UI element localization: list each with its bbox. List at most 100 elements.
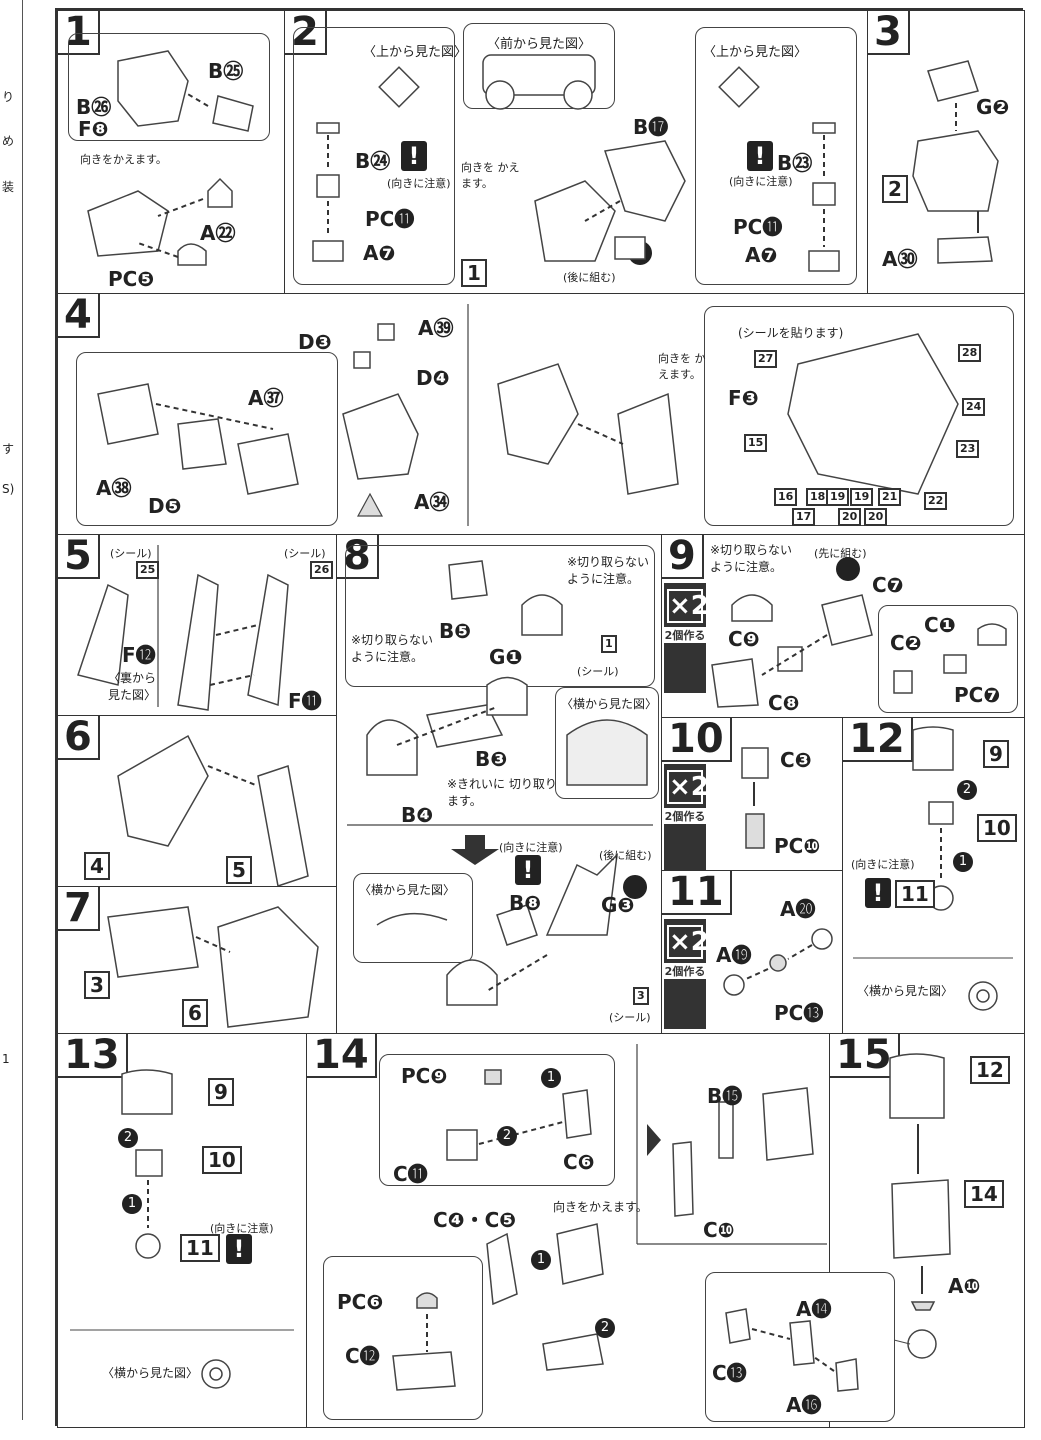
part-label: F⓫ (288, 689, 322, 713)
view-caption: 〈横から見た図〉 (561, 697, 658, 711)
part-illustration (107, 906, 319, 1028)
detail-bubble (323, 1256, 483, 1420)
step-6-panel: 6 4 5 (57, 715, 337, 887)
part-label: PC❺ (108, 267, 155, 291)
part-label: A㉒ (200, 221, 236, 245)
part-label: A㊴ (418, 316, 454, 340)
sticker-number: 26 (310, 561, 334, 579)
part-label: G❶ (489, 645, 523, 669)
part-illustration (97, 304, 959, 526)
caution-note: (向きに注意) (210, 1222, 274, 1235)
sticker-number: 19 (826, 488, 850, 506)
step-8-panel: 8 ※切り取らない ように注意。 ※切り取らない ように注意。 ※きれいに 切り… (336, 534, 662, 1034)
part-label: B㉕ (208, 59, 244, 83)
margin-text: 1 (2, 1052, 10, 1066)
multiplier-note: 2個作る (664, 963, 706, 979)
view-caption: 〈横から見た図〉 (359, 883, 456, 897)
view-caption: 〈前から見た図〉 (487, 37, 592, 52)
detail-bubble (379, 1054, 615, 1186)
caution-note: ※きれいに 切り取ります。 (447, 777, 557, 808)
part-illustration (347, 560, 653, 1006)
margin-text: め (2, 134, 15, 148)
caution-note: (向きに注意) (499, 841, 563, 854)
sticker-number: 17 (792, 508, 816, 526)
step-number: 11 (662, 871, 732, 915)
sticker-number: 16 (774, 488, 798, 506)
multiplier: ×2 (667, 925, 709, 959)
caution-icon: ! (747, 141, 773, 171)
part-label: A㉚ (882, 247, 918, 271)
part-label: B❺ (439, 619, 472, 643)
detail-bubble (68, 33, 270, 141)
step-number: 3 (868, 11, 910, 55)
part-label: A⓳ (716, 943, 752, 967)
step-number: 5 (58, 535, 100, 579)
part-label: B❽ (509, 891, 542, 915)
part-label: PC⓫ (733, 215, 783, 239)
step-1-panel: 1 B㉖ F❽ B㉕ A㉒ PC❺ 向きをかえます。 (57, 10, 285, 294)
instruction-note: 向きを かえます。 (658, 352, 706, 381)
margin-text: S) (2, 482, 15, 496)
order-1-icon: 1 (541, 1068, 561, 1088)
part-label: F❸ (728, 386, 759, 410)
sticker-number: 22 (924, 492, 948, 510)
step-ref-box: 6 (182, 999, 208, 1027)
sticker-caption: (シール) (577, 665, 619, 678)
caution-note: ※切り取らない ように注意。 (710, 543, 793, 574)
sticker-number: 19 (850, 488, 874, 506)
step-number: 14 (307, 1034, 377, 1078)
caution-note: ※切り取らない ように注意。 (351, 633, 434, 664)
step-ref-box: 11 (180, 1234, 220, 1262)
sticker-note: (シールを貼ります) (738, 326, 844, 340)
part-label: D❺ (148, 494, 182, 518)
part-label: PC❿ (774, 834, 821, 858)
order-1-icon: 1 (531, 1250, 551, 1270)
sticker-number: 20 (838, 508, 862, 526)
sticker-number: 24 (962, 398, 986, 416)
front-view-box (463, 23, 615, 109)
part-illustration (70, 1069, 294, 1389)
sticker-number: 21 (878, 488, 902, 506)
step-2-panel: 2 〈上から見た図〉 〈前から見た図〉 〈上から見た図〉 (284, 10, 868, 294)
part-label: F❽ (78, 117, 109, 141)
part-label: C⓬ (345, 1344, 380, 1368)
step-number: 2 (285, 11, 327, 55)
step-number: 10 (662, 718, 732, 762)
part-illustration (723, 928, 833, 996)
step-12-panel: 12 9 2 10 1 (向きに注意) ! 11 〈横から見た図〉 (842, 717, 1025, 1034)
part-label: B❹ (401, 803, 434, 827)
detail-bubble (878, 605, 1018, 713)
assemble-later-note: (後に組む) (563, 271, 616, 284)
part-label: B㉔ (355, 149, 391, 173)
margin-text: す (2, 442, 15, 456)
step-14-panel: 14 PC❾ 1 2 C⓫ C❻ 向きをかえます。 C❹・C❺ 1 (306, 1033, 830, 1428)
part-illustration (912, 60, 999, 264)
sticker-caption: (シール) (609, 1011, 651, 1024)
step-15-panel: 15 12 14 A❿ (829, 1033, 1025, 1428)
order-2-icon: 2 (118, 1128, 138, 1148)
instruction-sheet: 1 B㉖ F❽ B㉕ A㉒ PC❺ 向きをかえます。 2 〈上から見た図〉 〈前… (55, 8, 1025, 1428)
sticker-number: 1 (601, 635, 617, 653)
sticker-caption: (シール) (110, 547, 152, 560)
detail-bubble: A⓮ C⓭ A⓰ (705, 1272, 895, 1422)
part-label: PC⓫ (365, 207, 415, 231)
sticker-caption: (シール) (284, 547, 326, 560)
part-label: C❷ (890, 631, 922, 655)
order-2-icon: 2 (957, 780, 977, 800)
order-1-icon: 1 (122, 1194, 142, 1214)
part-label: C❸ (780, 748, 812, 772)
part-label: A❿ (948, 1274, 981, 1298)
step-ref-box: 9 (208, 1078, 234, 1106)
order-2-icon: 2 (595, 1318, 615, 1338)
view-caption: 〈裏から 見た図〉 (108, 671, 157, 702)
step-ref-box: 12 (970, 1056, 1010, 1084)
part-illustration (725, 1308, 859, 1392)
assemble-later-note: (後に組む) (599, 849, 652, 862)
step-number: 7 (58, 887, 100, 931)
step-5-panel: 5 (シール) 25 (シール) 26 F⓬ F⓫ 〈裏から 見た図〉 (57, 534, 337, 716)
step-ref-box: 10 (977, 814, 1017, 842)
part-label: A㉞ (414, 490, 450, 514)
side-view-box (555, 687, 659, 799)
sticker-number: 20 (864, 508, 888, 526)
caution-icon: ! (401, 141, 427, 171)
